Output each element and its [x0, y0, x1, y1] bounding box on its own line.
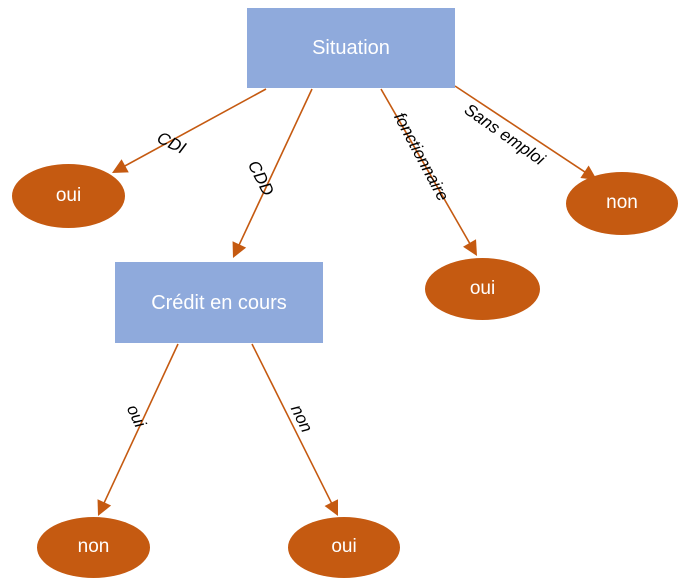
- edge-credit-oui-arrowhead-icon: [97, 499, 112, 516]
- node-situation-label: Situation: [312, 37, 390, 59]
- node-oui-fonctionnaire[interactable]: oui: [425, 258, 540, 320]
- node-non-sans-emploi[interactable]: non: [566, 172, 678, 235]
- edge-sans-emploi: [454, 85, 597, 180]
- edge-credit-oui-line: [102, 343, 179, 507]
- edge-cdi-line: [121, 88, 267, 169]
- edge-credit-non-arrowhead-icon: [324, 499, 338, 516]
- node-oui-cdi[interactable]: oui: [12, 164, 125, 228]
- edge-cdi-arrowhead-icon: [112, 159, 129, 173]
- node-credit-en-cours-label: Crédit en cours: [151, 291, 287, 314]
- edge-fonctionnaire-arrowhead-icon: [463, 239, 477, 256]
- node-non-credit-oui[interactable]: non: [37, 517, 150, 578]
- edge-sans-emploi-line: [454, 85, 589, 175]
- node-credit-en-cours[interactable]: Crédit en cours: [115, 262, 323, 343]
- edge-cdd-line: [237, 88, 313, 249]
- edge-fonctionnaire-line: [380, 88, 473, 247]
- edge-cdd: [232, 88, 313, 258]
- edge-cdi: [112, 88, 267, 173]
- node-oui-credit-non[interactable]: oui: [288, 517, 400, 578]
- edge-credit-non-line: [251, 343, 334, 507]
- node-oui-fonctionnaire-label: oui: [469, 277, 496, 299]
- edge-credit-oui: [97, 343, 179, 516]
- edge-credit-non: [251, 343, 338, 516]
- node-situation[interactable]: Situation: [247, 8, 455, 88]
- edge-fonctionnaire: [380, 88, 477, 256]
- node-non-sans-emploi-label: non: [606, 192, 638, 214]
- node-oui-cdi-label: oui: [55, 184, 82, 206]
- edge-cdd-arrowhead-icon: [232, 241, 247, 258]
- node-non-credit-oui-label: non: [77, 536, 110, 558]
- node-oui-credit-non-label: oui: [331, 536, 357, 558]
